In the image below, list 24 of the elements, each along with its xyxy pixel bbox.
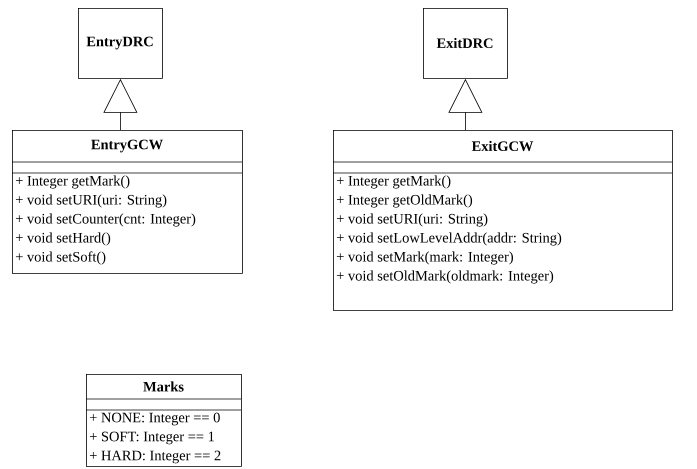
member-signature: + void setCounter(cnt: Integer)	[16, 213, 196, 227]
member-signature: + void setLowLevelAddr(addr: String)	[336, 232, 562, 246]
member-signature: + Integer getMark()	[336, 175, 450, 189]
member-signature: + SOFT: Integer == 1	[90, 432, 214, 444]
member-signature: + void setMark(mark: Integer)	[336, 251, 513, 265]
class-name: ExitGCW	[472, 140, 534, 152]
class-box	[423, 8, 508, 79]
class-name: EntryGCW	[91, 140, 163, 152]
class-box	[332, 130, 673, 311]
member-signature: + HARD: Integer == 2	[90, 450, 220, 464]
member-signature: + void setHard()	[16, 232, 110, 246]
member-signature: + Integer getMark()	[16, 175, 130, 189]
member-signature: + void setURI(uri: String)	[16, 194, 166, 208]
class-name: Marks	[143, 381, 184, 392]
member-signature: + Integer getOldMark()	[336, 194, 472, 208]
class-name: EntryDRC	[86, 36, 153, 50]
member-signature: + NONE: Integer == 0	[90, 412, 220, 426]
member-signature: + void setOldMark(oldmark: Integer)	[336, 270, 554, 284]
member-signature: + void setURI(uri: String)	[336, 213, 488, 227]
class-box	[12, 130, 243, 274]
member-signature: + void setSoft()	[16, 251, 106, 265]
class-box	[78, 8, 163, 79]
class-name: ExitDRC	[436, 38, 492, 48]
class-box	[86, 374, 242, 467]
